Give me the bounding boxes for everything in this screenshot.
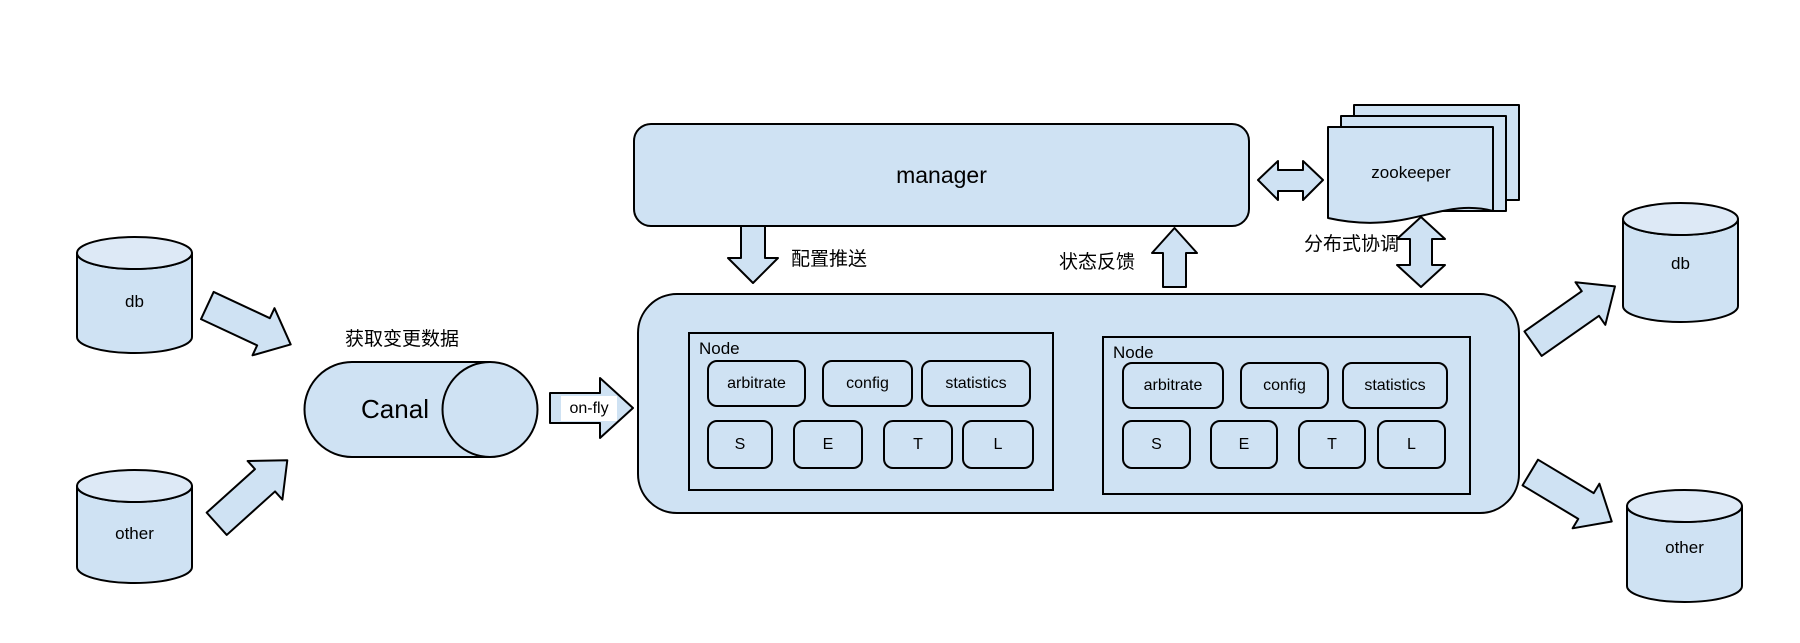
- other-target-cylinder: [1626, 489, 1743, 603]
- canal-cylinder: [303, 361, 539, 458]
- arrow-to-db-target-icon: [1523, 281, 1616, 357]
- node1-stage-s-box: S: [707, 420, 773, 469]
- canal-label: Canal: [361, 394, 429, 424]
- arrow-status-feedback-up-icon: [1151, 227, 1198, 288]
- other-target-label: other: [1665, 538, 1704, 557]
- node1-stage-e-box: E: [793, 420, 863, 469]
- node1-arbitrate-box: arbitrate: [707, 360, 806, 407]
- status-feedback-label: 状态反馈: [1059, 252, 1136, 273]
- arrow-other-to-canal-icon: [205, 459, 289, 536]
- node2-config-box: config: [1240, 362, 1329, 409]
- stage-label: L: [1407, 435, 1416, 453]
- db-target-cylinder: [1622, 202, 1739, 323]
- node2-stage-l-box: L: [1377, 420, 1446, 469]
- distributed-coordination-label: 分布式协调: [1304, 234, 1400, 255]
- node1-stage-l-box: L: [962, 420, 1034, 469]
- db-source-cylinder: [76, 236, 193, 354]
- module-label: config: [846, 374, 889, 392]
- module-label: config: [1263, 376, 1306, 394]
- node2-stage-e-box: E: [1210, 420, 1278, 469]
- node2-stage-s-box: S: [1122, 420, 1191, 469]
- node1-statistics-box: statistics: [921, 360, 1031, 407]
- stage-label: S: [1151, 435, 1162, 453]
- node1-config-box: config: [822, 360, 913, 407]
- node2-statistics-box: statistics: [1342, 362, 1448, 409]
- module-label: arbitrate: [727, 374, 786, 392]
- module-label: statistics: [945, 374, 1007, 392]
- arrow-manager-zookeeper-double-icon: [1257, 160, 1324, 201]
- module-label: arbitrate: [1143, 376, 1203, 394]
- stage-label: E: [1238, 435, 1250, 453]
- db-source-label: db: [125, 292, 144, 311]
- zookeeper-pages-icon: [1327, 104, 1520, 224]
- zookeeper-label: zookeeper: [1371, 163, 1451, 182]
- arrow-config-push-down-icon: [727, 223, 779, 284]
- arrow-db-to-canal-icon: [199, 290, 292, 357]
- stage-label: S: [734, 435, 746, 453]
- manager-label: manager: [896, 161, 987, 188]
- db-target-label: db: [1671, 254, 1690, 273]
- stage-label: L: [993, 435, 1003, 453]
- arrow-zookeeper-nodes-double-icon: [1396, 216, 1446, 288]
- onfly-label: on-fly: [561, 396, 617, 421]
- canal-caption: 获取变更数据: [345, 329, 460, 350]
- node2-arbitrate-box: arbitrate: [1122, 362, 1224, 409]
- stage-label: T: [1327, 435, 1337, 453]
- module-label: statistics: [1364, 376, 1426, 394]
- node2-stage-t-box: T: [1298, 420, 1366, 469]
- node1-stage-t-box: T: [883, 420, 953, 469]
- other-source-label: other: [115, 524, 154, 543]
- onfly-text: on-fly: [569, 399, 609, 417]
- node-title: Node: [1113, 343, 1154, 362]
- arrow-to-other-target-icon: [1521, 458, 1613, 530]
- node-title: Node: [699, 339, 740, 358]
- config-push-label: 配置推送: [791, 249, 868, 270]
- stage-label: T: [913, 435, 923, 453]
- other-source-cylinder: [76, 469, 193, 584]
- manager-box: manager: [633, 123, 1250, 227]
- stage-label: E: [822, 435, 834, 453]
- node-box-2: Node: [1102, 336, 1471, 495]
